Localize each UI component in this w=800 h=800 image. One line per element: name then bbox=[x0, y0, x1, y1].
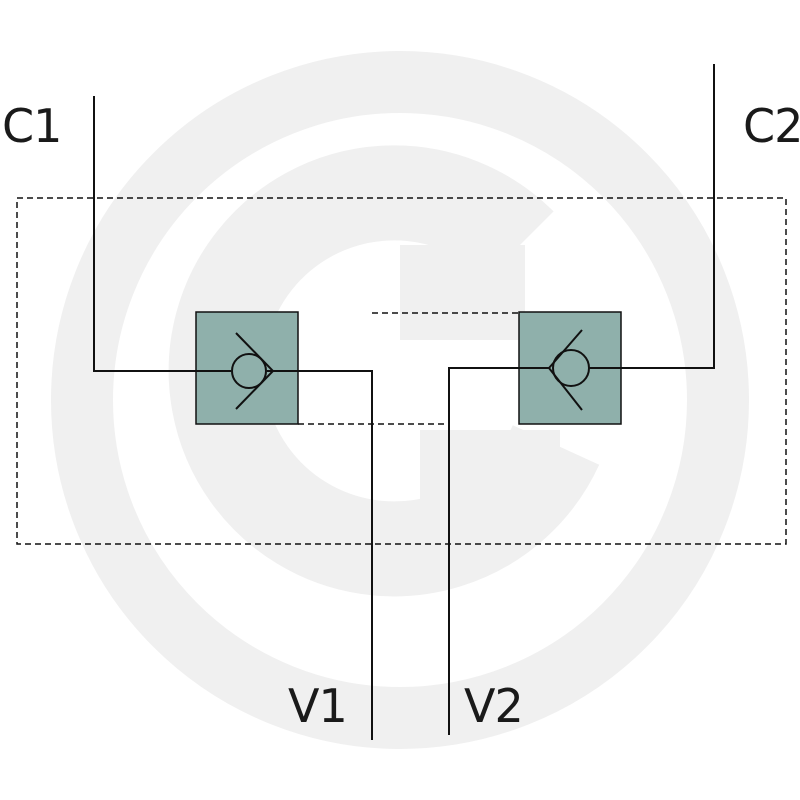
pilot-operated-check-valve-icon bbox=[518, 311, 622, 425]
port-label-v1: V1 bbox=[288, 679, 347, 733]
port-label-v2: V2 bbox=[464, 679, 523, 733]
pilot-operated-check-valve-icon bbox=[195, 311, 299, 425]
line-v2 bbox=[448, 367, 519, 735]
line-c2 bbox=[621, 64, 715, 369]
g-logo-watermark-icon bbox=[51, 51, 749, 749]
valve-body-left bbox=[195, 311, 299, 425]
line-c1 bbox=[93, 96, 196, 372]
port-label-c2: C2 bbox=[743, 99, 800, 153]
manifold-boundary bbox=[16, 197, 787, 545]
port-label-c1: C1 bbox=[2, 99, 61, 153]
line-v1 bbox=[298, 370, 373, 740]
